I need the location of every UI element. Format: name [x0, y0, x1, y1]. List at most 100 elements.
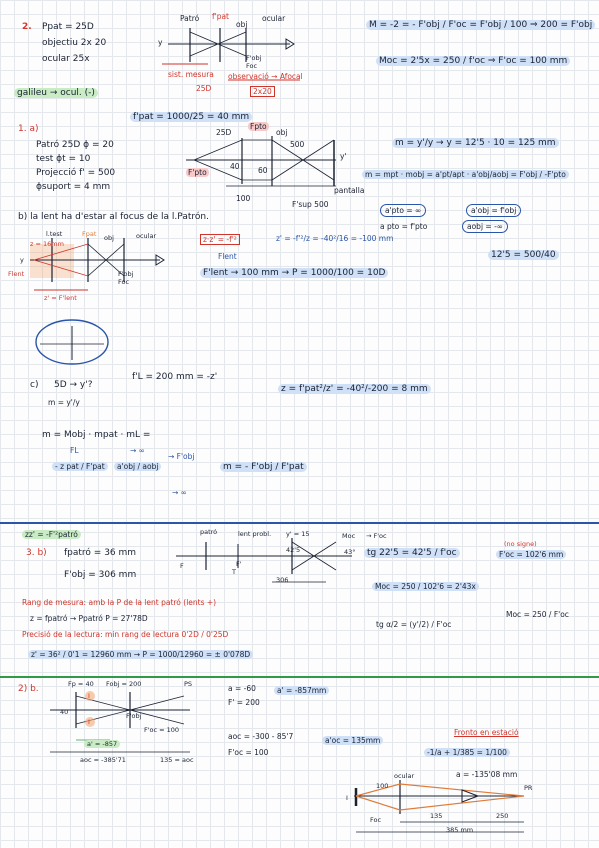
diag-b-y: y [20, 256, 24, 264]
ex2b-foc: F'oc = 100 [144, 726, 180, 734]
part-a-label: 1. a) [18, 124, 39, 134]
ex2b-135: 135 = aoc [160, 756, 194, 764]
ex3-diag-425: 42'5 [286, 546, 301, 554]
diag-a-60: 60 [258, 166, 268, 175]
diag-b-fpat: Fpat [82, 230, 97, 238]
diag-observacio: observació → Afocal [228, 72, 303, 81]
diag-sist-mesura: sist. mesura [168, 70, 214, 79]
diag-foc: Foc [246, 62, 258, 70]
ex3-diag-foc: → F'oc [366, 532, 387, 540]
diag-a-obj: obj [276, 128, 288, 137]
diag-pattern: Patró [180, 14, 200, 23]
diag-fpat: f'pat [212, 12, 229, 21]
part-c-f-eq: f'L = 200 mm = -z' [132, 372, 218, 382]
diag-a-500: 500 [290, 140, 305, 149]
part-c-inf1: → ∞ [130, 446, 145, 455]
ex2b-fobj: Fobj = 200 [106, 680, 142, 688]
diag-fobj: F'obj [246, 54, 262, 62]
part-a-oval-4: aobj = -∞ [462, 220, 509, 233]
part-b-lens-sketch [35, 319, 109, 365]
part-a-row-4: ϕsuport = 4 mm [36, 182, 111, 192]
part-c-fobj: → F'obj [168, 452, 195, 461]
diag-2x20: 2x20 [250, 86, 275, 97]
ex3-diag-moc: Moc [342, 532, 356, 540]
diag-y: y [158, 38, 163, 47]
ex3-fpat: fpatró = 36 mm [64, 548, 137, 558]
section-divider-blue [0, 522, 599, 524]
ex2b-i1: I [88, 692, 90, 700]
ex2b-d2-ocular: ocular [394, 772, 415, 780]
part-b-newton: z·z' = -f'² [200, 234, 240, 245]
diag-b-foc: Foc [118, 278, 130, 286]
ex2b-fobj2: F'obj [126, 712, 142, 720]
diag-a-fpto: Fpto [248, 122, 269, 131]
part-c-label: c) [30, 380, 39, 390]
ex3-prec: Precisió de la lectura: min rang de lect… [22, 630, 229, 639]
ex3-rang: Rang de mesura: amb la P de la lent patr… [22, 598, 217, 607]
ex2-moc-eq: Moc = 2'5x = 250 / f'oc ⇒ F'oc = 100 mm [376, 56, 571, 67]
ex3-diag-fprime: F' [236, 560, 242, 568]
ex3-foc-val: F'oc = 102'6 mm [496, 550, 567, 559]
part-a-m-eq1: m = y'/y → y = 12'5 · 10 = 125 mm [392, 138, 559, 149]
diag-b-obj: obj [104, 234, 114, 242]
ex2b-40: 40 [60, 708, 69, 716]
ex2b-a-val: a = -135'08 mm [456, 770, 518, 779]
part-c-m-def: m = y'/y [48, 398, 80, 407]
ex3-diag-patro: patró [200, 528, 218, 536]
diag-b-z: z = 16mm [30, 240, 64, 248]
ex2-ppat: Ppat = 25D [42, 22, 94, 32]
ex2b-eq4: aoc = -300 - 85'7 [228, 732, 294, 741]
ex3-diag-ang: 43° [344, 548, 356, 556]
diag-a-25d: 25D [216, 128, 232, 137]
diag-a-pantalla: pantalla [334, 186, 365, 195]
ex2-galileo: galileu → ocul. (-) [14, 88, 98, 99]
ex3-moc-formula: Moc = 250 / F'oc [506, 610, 569, 619]
diag-a-40: 40 [230, 162, 240, 171]
ex2b-d2-100: 100 [376, 782, 389, 790]
part-b-diagram [30, 238, 165, 291]
ex2b-eq5: a'oc = 135mm [322, 736, 384, 745]
ex2-telescope-diagram [162, 28, 300, 81]
part-a-oval-1: a'pto = ∞ [380, 204, 427, 217]
part-a-oval-3: a pto = f'pto [380, 222, 428, 231]
ex2b-diagram2 [354, 780, 525, 833]
ex3-fobj: F'obj = 306 mm [64, 570, 137, 580]
part-c-frac1: - z pat / F'pat [52, 462, 108, 471]
ex3-diag-y: y' = 15 [286, 530, 310, 538]
diag-25d: 25D [196, 84, 212, 93]
ex2-afocal-eq: M = -2 = - F'obj / F'oc = F'obj / 100 ⇒ … [366, 20, 596, 31]
ex2b-title-red: Fronto en estació [454, 728, 519, 737]
ex2b-d2-250: 250 [496, 812, 509, 820]
ex2b-lens-eq: -1/a + 1/385 = 1/100 [424, 748, 510, 757]
ex3-label: 3. b) [26, 548, 47, 558]
part-c-inf2: → ∞ [172, 488, 187, 497]
ex3-tg-eq: tg 22'5 = 42'5 / f'oc [364, 548, 460, 559]
ex3-z-eq: z' = 36² / 0'1 = 12960 mm → P = 1000/129… [28, 650, 254, 659]
part-c-fl: FL [70, 446, 79, 455]
part-a-oval-2: a'obj = f'obj [466, 204, 522, 217]
ex2b-d2-135: 135 [430, 812, 443, 820]
ex2b-eq6: F'oc = 100 [228, 748, 269, 757]
ex2b-aprime: a' = -857 [84, 740, 121, 748]
part-b-newton2: z' = -f'²/z = -40²/16 = -100 mm [276, 234, 394, 243]
diag-a-yprime: y' [340, 152, 347, 161]
ex3-diag-lent-probl: lent probl. [238, 530, 272, 538]
ex2b-aoc: aoc = -385'71 [80, 756, 126, 764]
ex3-diag-t: T [232, 568, 236, 576]
ex2-objective: objectiu 2x 20 [42, 38, 107, 48]
ex2b-eq3: a' = -857mm [274, 686, 330, 695]
ex2b-fpto: Fp = 40 [68, 680, 94, 688]
ex2b-i2: I [88, 718, 90, 726]
ex3-rang2: z = fpatró → Ppatró P = 27'78D [30, 614, 148, 623]
ex2b-diagram [50, 691, 190, 753]
diag-a-fsup: F'sup 500 [292, 200, 329, 209]
ex2b-eq1: a = -60 [228, 684, 256, 693]
ex2b-d2-385: 385 mm [446, 826, 474, 834]
diag-obj: obj [236, 20, 248, 29]
ex3-diagram [176, 538, 352, 583]
part-a-row-3: Projecció f' = 500 [36, 168, 116, 178]
part-c-m-eq: m = Mobj · mpat · mL = [42, 430, 151, 440]
part-c-result: m = - F'obj / F'pat [220, 462, 307, 473]
part-a-m-eq2: m = mpt · mobj = a'pt/apt · a'obj/aobj =… [362, 170, 569, 179]
ex2b-d2-foc: Foc [370, 816, 382, 824]
